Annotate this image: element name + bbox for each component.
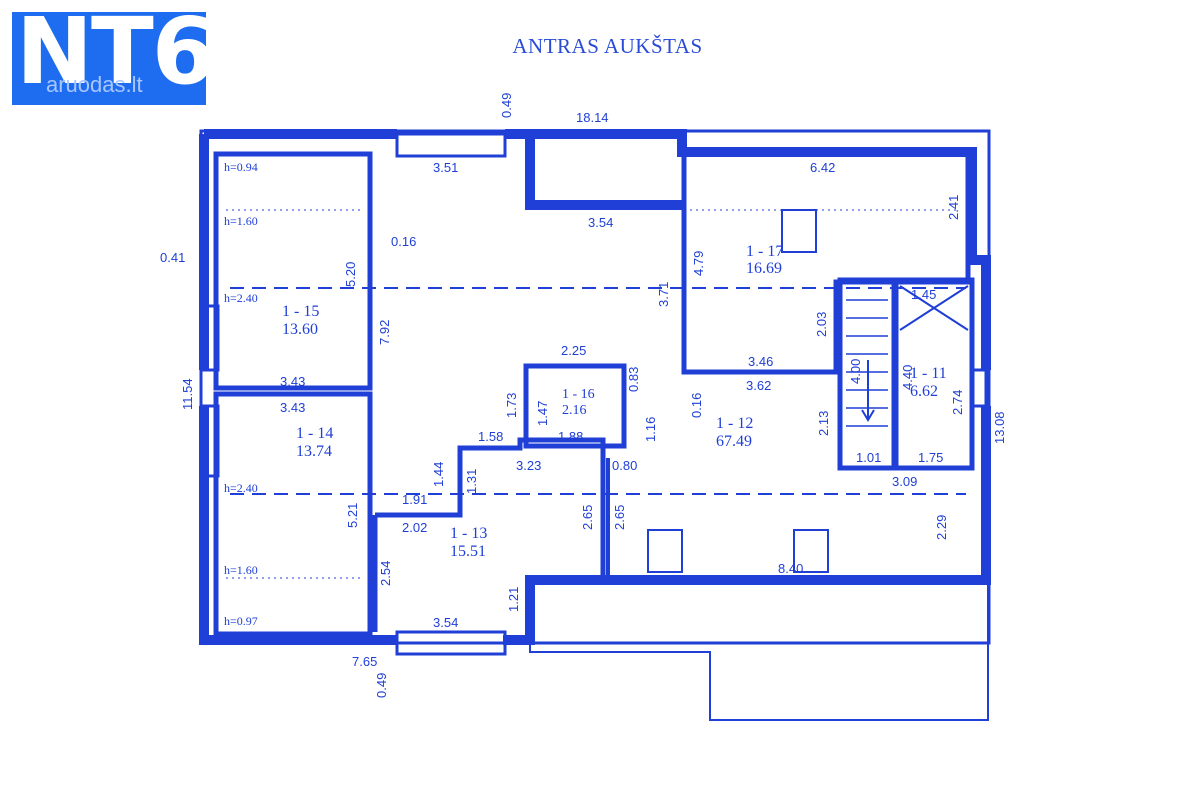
height-label: h=0.97 <box>224 614 258 628</box>
skylight-2 <box>647 529 683 573</box>
dimension-label: 7.92 <box>377 320 392 345</box>
dimension-label: 0.16 <box>391 234 416 249</box>
dimension-label: 1.21 <box>506 587 521 612</box>
room-1-17-area: 16.69 <box>746 260 782 277</box>
dimension-label: 3.71 <box>656 282 671 307</box>
dimension-label: 2.41 <box>946 195 961 220</box>
dimension-label: 1.45 <box>911 287 936 302</box>
dimension-label: 11.54 <box>180 378 195 410</box>
outer-frame <box>199 129 991 645</box>
logo-text: NT6 <box>16 0 216 105</box>
dimension-label: 2.65 <box>612 505 627 530</box>
room-1-15-id: 1 - 15 <box>282 303 319 320</box>
dimension-label: 1.16 <box>643 417 658 442</box>
dimension-label: 1.91 <box>402 492 427 507</box>
dimension-label: 18.14 <box>576 110 609 125</box>
room-1-11-area: 6.62 <box>910 383 938 400</box>
dimension-label: 2.65 <box>580 505 595 530</box>
dimension-label: 1.44 <box>431 462 446 487</box>
floor-title: ANTRAS AUKŠTAS <box>512 34 703 58</box>
dimension-label: 8.40 <box>778 561 803 576</box>
room-1-12-id: 1 - 12 <box>716 415 753 432</box>
skylight-1 <box>781 209 817 253</box>
height-label: h=2.40 <box>224 481 258 495</box>
window-bottom <box>395 630 507 656</box>
logo-subtext: aruodas.lt <box>46 72 143 97</box>
dimension-label: 1.58 <box>478 429 503 444</box>
dimension-label: 3.51 <box>433 160 458 175</box>
room-1-14-wall <box>213 391 373 637</box>
room-1-16-wall <box>523 363 627 449</box>
dimension-label: 0.49 <box>499 93 514 118</box>
dimension-label: 3.54 <box>588 215 613 230</box>
dimension-label: 1.01 <box>856 450 881 465</box>
dimension-label: 3.62 <box>746 378 771 393</box>
room-1-11-id: 1 - 11 <box>910 365 947 382</box>
room-1-13-area: 15.51 <box>450 543 486 560</box>
room-1-12-area: 67.49 <box>716 433 752 450</box>
dimension-label: 2.25 <box>561 343 586 358</box>
room-1-11-cross <box>899 285 969 331</box>
dimension-label: 2.13 <box>816 411 831 436</box>
room-1-13-wall <box>375 437 606 580</box>
room-1-15-area: 13.60 <box>282 321 318 338</box>
room-1-13-id: 1 - 13 <box>450 525 487 542</box>
dimension-label: 5.21 <box>345 503 360 528</box>
window-left <box>202 304 220 372</box>
dimension-label: 0.41 <box>160 250 185 265</box>
dimension-label: 3.43 <box>280 374 305 389</box>
dimension-label: 4.40 <box>900 365 915 390</box>
dimension-label: 1.75 <box>918 450 943 465</box>
dimension-label: 1.31 <box>464 469 479 494</box>
height-label: h=2.40 <box>224 291 258 305</box>
room-1-15-wall <box>213 151 373 391</box>
room-1-16-area: 2.16 <box>562 403 587 418</box>
dimension-label: 4.00 <box>848 359 863 384</box>
dimension-label: 13.08 <box>992 411 1007 444</box>
dimension-label: 3.23 <box>516 458 541 473</box>
room-1-14-id: 1 - 14 <box>296 425 333 442</box>
dimension-label: 3.46 <box>748 354 773 369</box>
logo: NT6 aruodas.lt <box>12 0 216 105</box>
stair-arrow <box>861 360 875 422</box>
dimension-label: 4.79 <box>691 251 706 276</box>
dimension-label: 3.43 <box>280 400 305 415</box>
height-label: h=1.60 <box>224 563 258 577</box>
dimension-label: 3.09 <box>892 474 917 489</box>
dimension-label: 0.80 <box>612 458 637 473</box>
skylight-3 <box>793 529 829 573</box>
dotted-line <box>226 209 960 579</box>
dimension-label: 7.65 <box>352 654 377 669</box>
dimension-label: 3.54 <box>433 615 458 630</box>
room-1-17-id: 1 - 17 <box>746 243 783 260</box>
dimension-label: 2.02 <box>402 520 427 535</box>
dimension-label: 1.73 <box>504 393 519 418</box>
height-label: h=0.94 <box>224 160 258 174</box>
dimension-label: 6.42 <box>810 160 835 175</box>
dimension-label: 2.74 <box>950 390 965 415</box>
dimension-label: 0.49 <box>374 673 389 698</box>
dimension-label: 2.54 <box>378 561 393 586</box>
window-top <box>395 132 507 158</box>
dimension-label: 5.20 <box>343 262 358 287</box>
window-left-2 <box>202 404 220 478</box>
dimension-label: 2.03 <box>814 312 829 337</box>
terrace-outline <box>529 580 989 721</box>
window-right <box>970 368 988 408</box>
dimension-label: 0.83 <box>626 367 641 392</box>
room-1-14-area: 13.74 <box>296 443 332 460</box>
dimension-label: 1.88 <box>558 429 583 444</box>
room-1-17-wall <box>681 156 971 375</box>
dimension-label: 1.47 <box>535 401 550 426</box>
room-1-16-id: 1 - 16 <box>562 387 595 402</box>
height-label: h=1.60 <box>224 214 258 228</box>
dimension-label: 0.16 <box>689 393 704 418</box>
dimension-label: 2.29 <box>934 515 949 540</box>
